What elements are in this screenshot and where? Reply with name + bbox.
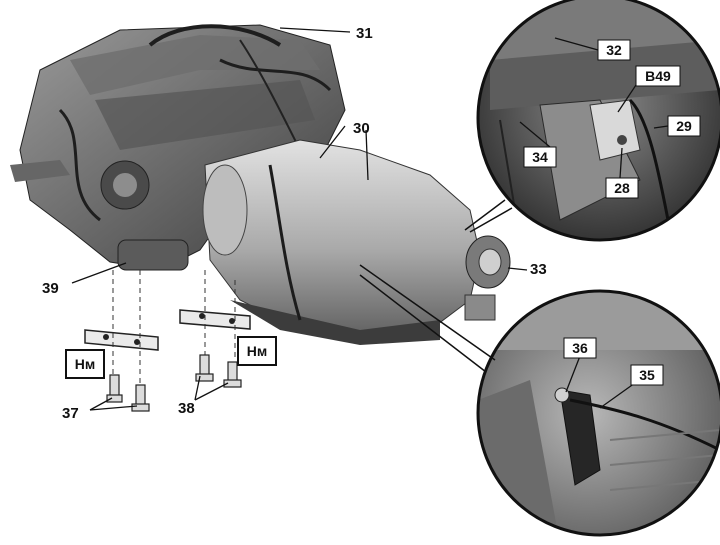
label-b49: B49 [635,65,681,87]
leader-lines [71,27,669,411]
svg-text:29: 29 [676,118,692,134]
engine-assembly [10,24,346,271]
torque-badge-left: Нм [65,349,105,379]
label-37: 37 [62,405,79,422]
svg-text:Нм: Нм [75,356,95,372]
detail-connectors [359,199,513,373]
label-33: 33 [530,261,547,278]
left-mount-bracket [84,329,159,351]
label-39: 39 [42,280,59,297]
bolts-38 [195,354,242,388]
label-30: 30 [353,120,370,137]
label-29: 29 [667,115,701,137]
label-35: 35 [630,364,664,386]
label-28: 28 [605,177,639,199]
label-36: 36 [563,337,597,359]
detail-circle-bottom [476,289,720,537]
svg-text:Нм: Нм [247,343,267,359]
svg-text:B49: B49 [645,68,671,84]
transmission-housing [202,139,511,345]
torque-badge-right: Нм [237,336,277,366]
svg-text:36: 36 [572,340,588,356]
label-38: 38 [178,400,195,417]
label-31: 31 [356,25,373,42]
svg-text:32: 32 [606,42,622,58]
label-32: 32 [597,39,631,61]
svg-text:35: 35 [639,367,655,383]
svg-text:28: 28 [614,180,630,196]
right-mount-bracket [179,309,251,330]
dashed-guide-lines [112,270,236,385]
label-34: 34 [523,146,557,168]
bolts-37 [106,374,150,412]
svg-text:34: 34 [532,149,548,165]
